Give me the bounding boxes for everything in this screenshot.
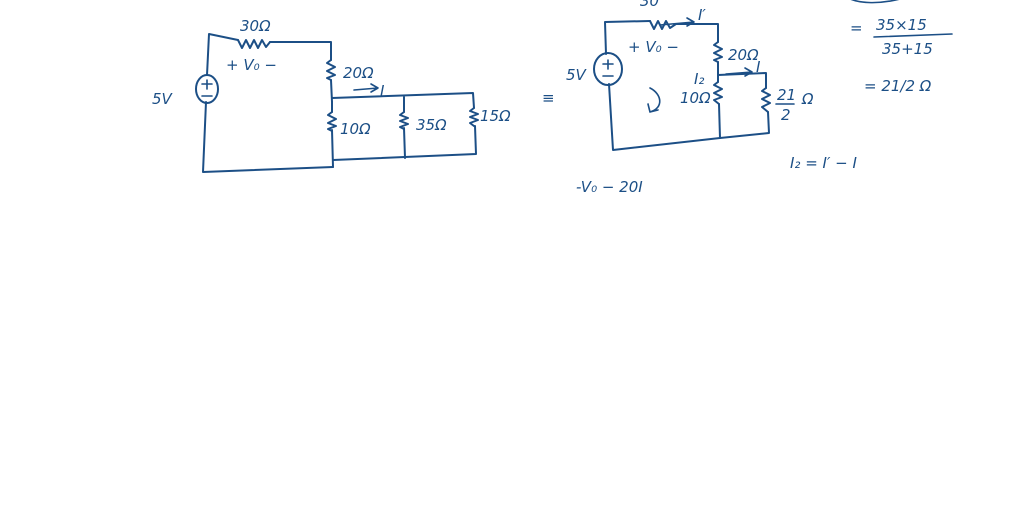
- left-r20-label: 20Ω: [343, 64, 374, 82]
- left-voltage-source: [195, 74, 219, 104]
- right-vo-label: + V₀ −: [628, 38, 679, 56]
- right-req-denominator: 2: [781, 106, 791, 124]
- right-wire-10-bottom: [718, 103, 721, 139]
- right-current-arrow-i-prime: [659, 17, 695, 27]
- right-req-numerator: 21: [777, 86, 796, 104]
- right-top-label: 30: [640, 0, 659, 10]
- right-voltage-source: [593, 52, 623, 86]
- left-circuit: 5V 30Ω + V₀ − 20Ω I 10Ω 35Ω 15Ω: [152, 17, 511, 173]
- calc-top-fragment: [850, 0, 900, 4]
- right-i2-label: I₂: [694, 70, 704, 88]
- right-req-unit: Ω: [801, 90, 814, 108]
- calc-result: = 21/2 Ω: [864, 77, 932, 95]
- left-wire-top: [269, 41, 332, 61]
- right-wire-source-top: [604, 20, 651, 55]
- left-r30-label: 30Ω: [240, 17, 271, 35]
- left-r15-label: 15Ω: [480, 107, 511, 125]
- left-current-label: I: [380, 82, 385, 100]
- left-current-arrow: [353, 83, 379, 93]
- left-resistor-10: [327, 111, 337, 132]
- left-wire-10-bottom: [331, 129, 334, 168]
- right-resistor-10: [713, 81, 723, 105]
- calc-denominator: 35+15: [882, 40, 933, 58]
- left-wire-source-bottom: [202, 101, 334, 173]
- left-wire-ladder-bottom: [332, 125, 477, 161]
- right-wire-node: [717, 61, 767, 89]
- left-resistor-15: [469, 107, 479, 127]
- right-current-arrow-i: [725, 67, 753, 77]
- left-resistor-30: [237, 39, 271, 49]
- right-resistor-21-2: [761, 87, 771, 113]
- right-source-label: 5V: [566, 66, 588, 84]
- equivalent-symbol: ≡: [542, 89, 555, 107]
- right-r20-label: 20Ω: [728, 46, 759, 64]
- left-wire-ladder-top: [331, 92, 475, 109]
- left-resistor-35: [399, 111, 409, 130]
- right-i-prime-label: I′: [698, 6, 706, 24]
- right-circuit: 5V 30 I′ + V₀ − 20Ω I I₂ 10Ω 21 2 Ω: [566, 0, 814, 151]
- calc-numerator: 35×15: [876, 16, 927, 34]
- right-resistor-30: [649, 20, 677, 30]
- left-r10-label: 10Ω: [340, 120, 371, 138]
- left-wire-35-bottom: [403, 127, 406, 159]
- calculation-notes: = 35×15 35+15 = 21/2 Ω I₂ = I′ − I -V₀ −…: [576, 0, 953, 196]
- right-resistor-20: [713, 41, 723, 63]
- calc-equals-1: =: [850, 19, 863, 37]
- right-wire-top: [675, 23, 719, 43]
- left-vo-label: + V₀ −: [226, 56, 277, 74]
- calc-i2-equation: I₂ = I′ − I: [790, 154, 857, 172]
- left-wire-source-top: [206, 33, 239, 76]
- right-r10-label: 10Ω: [680, 89, 711, 107]
- left-resistor-20: [326, 59, 336, 81]
- calc-fraction-bar: [873, 33, 953, 38]
- right-loop-arrow: [647, 87, 661, 113]
- left-r35-label: 35Ω: [416, 116, 447, 134]
- calc-kvl-fragment: -V₀ − 20I: [576, 178, 643, 196]
- right-i-label: I: [756, 58, 761, 76]
- left-source-label: 5V: [152, 90, 174, 108]
